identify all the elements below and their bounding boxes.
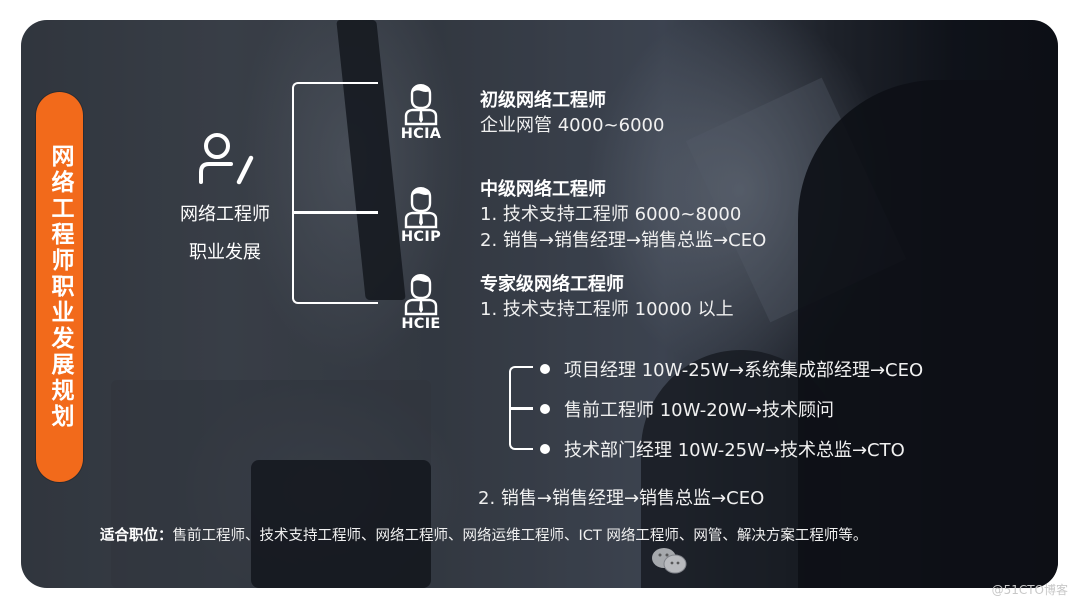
infographic-card	[21, 20, 1058, 588]
badge-label: HCIA	[400, 126, 442, 142]
expert-path-item: 项目经理 10W-25W→系统集成部经理→CEO	[540, 356, 923, 382]
bullet-icon	[540, 444, 550, 454]
badge-hcie: HCIE	[399, 274, 443, 332]
hub: 网络工程师 职业发展	[160, 132, 290, 264]
watermark: @51CTO博客	[991, 583, 1068, 597]
background-photo-suit	[798, 80, 1058, 588]
engineer-avatar-icon	[404, 187, 438, 229]
hub-line-2: 职业发展	[189, 242, 261, 263]
expert-path-item: 技术部门经理 10W-25W→技术总监→CTO	[540, 436, 905, 462]
hub-line-1: 网络工程师	[180, 204, 270, 225]
expert-path-item: 售前工程师 10W-20W→技术顾问	[540, 396, 834, 422]
level-line: 1. 技术支持工程师 6000~8000	[480, 204, 742, 225]
level-intermediate: 中级网络工程师 1. 技术支持工程师 6000~8000 2. 销售→销售经理→…	[480, 177, 766, 254]
bullet-icon	[540, 404, 550, 414]
expert-sales-path: 2. 销售→销售经理→销售总监→CEO	[478, 488, 765, 509]
engineer-avatar-icon	[404, 274, 438, 316]
main-bracket	[292, 82, 378, 304]
suitable-label: 适合职位：	[100, 528, 173, 544]
expert-path-text: 项目经理 10W-25W→系统集成部经理→CEO	[564, 360, 924, 381]
main-bracket-mid	[292, 211, 378, 214]
badge-label: HCIE	[401, 316, 441, 332]
badge-hcia: HCIA	[399, 84, 443, 142]
expert-path-text: 售前工程师 10W-20W→技术顾问	[564, 400, 834, 421]
bullet-icon	[540, 364, 550, 374]
suitable-positions: 适合职位：售前工程师、技术支持工程师、网络工程师、网络运维工程师、ICT 网络工…	[100, 524, 867, 545]
level-title: 专家级网络工程师	[480, 274, 624, 295]
level-line: 2. 销售→销售经理→销售总监→CEO	[480, 230, 767, 251]
person-pen-icon	[199, 133, 254, 185]
suitable-text: 售前工程师、技术支持工程师、网络工程师、网络运维工程师、ICT 网络工程师、网管…	[172, 528, 868, 544]
level-title: 中级网络工程师	[480, 179, 606, 200]
vertical-title: 网络工程师职业发展规划	[47, 144, 73, 430]
expert-bracket-mid	[509, 407, 533, 410]
level-line: 1. 技术支持工程师 10000 以上	[480, 299, 734, 320]
level-title: 初级网络工程师	[480, 90, 606, 111]
background-photo-screen	[251, 460, 431, 588]
background-overlay	[21, 20, 1058, 588]
wechat-icon	[652, 548, 687, 574]
badge-hcip: HCIP	[399, 187, 443, 245]
level-junior: 初级网络工程师 企业网管 4000~6000	[480, 88, 664, 139]
expert-path-text: 技术部门经理 10W-25W→技术总监→CTO	[564, 440, 905, 461]
level-expert: 专家级网络工程师 1. 技术支持工程师 10000 以上	[480, 272, 734, 323]
badge-label: HCIP	[401, 229, 441, 245]
engineer-avatar-icon	[404, 84, 438, 126]
vertical-title-pill: 网络工程师职业发展规划	[36, 92, 83, 482]
level-line: 企业网管 4000~6000	[480, 115, 665, 136]
